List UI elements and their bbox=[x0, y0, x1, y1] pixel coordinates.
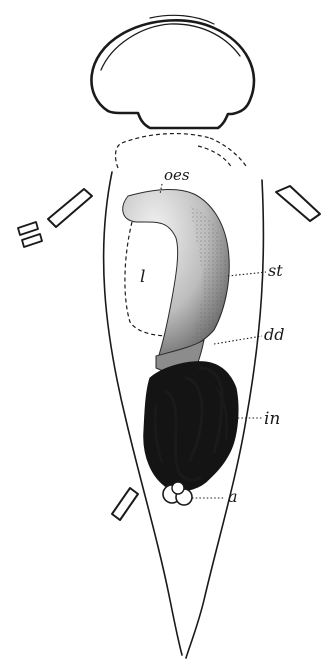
label-l: l bbox=[140, 267, 145, 287]
label-in: in bbox=[264, 409, 280, 429]
label-a: a bbox=[228, 487, 238, 506]
right-appendage bbox=[276, 186, 320, 221]
intestine bbox=[144, 362, 238, 491]
carapace-outline bbox=[115, 134, 246, 168]
liver-outline bbox=[125, 222, 170, 336]
label-oes: oes bbox=[164, 166, 190, 184]
lower-appendage bbox=[112, 488, 138, 520]
head-shield bbox=[91, 15, 254, 128]
left-appendage-pair bbox=[18, 222, 42, 247]
left-appendage-upper bbox=[48, 189, 92, 227]
label-dd: dd bbox=[264, 325, 284, 344]
label-st: st bbox=[268, 261, 283, 280]
